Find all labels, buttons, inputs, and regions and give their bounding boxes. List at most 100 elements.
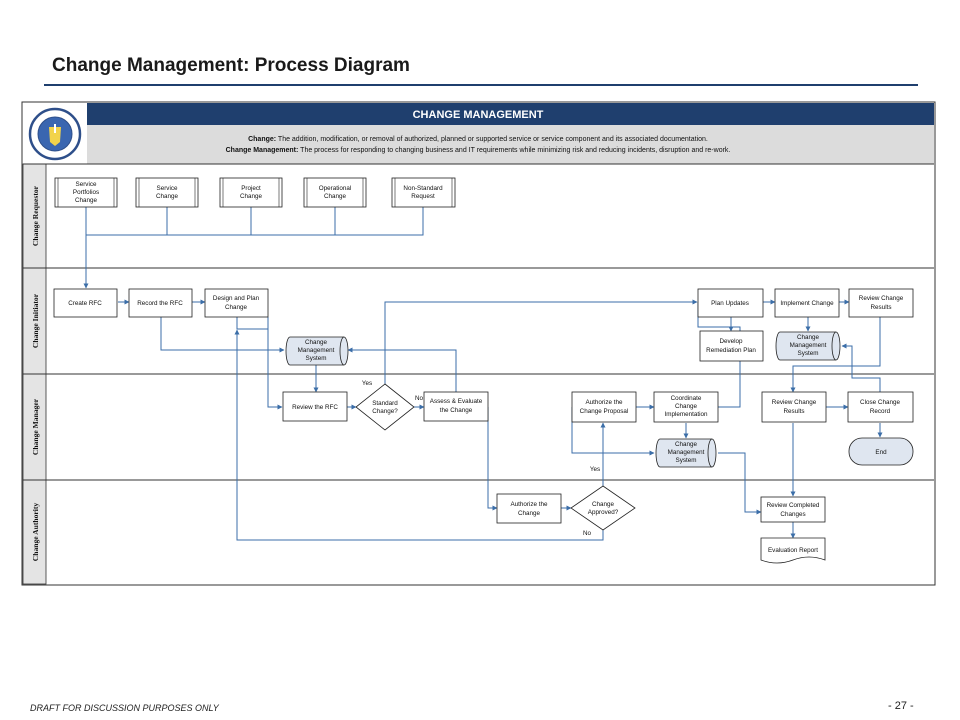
svg-text:the Change: the Change xyxy=(440,407,473,414)
definitions-panel xyxy=(87,125,934,164)
evaluation-report-document: Evaluation Report xyxy=(760,537,826,564)
svg-text:Change: Change xyxy=(675,441,698,448)
svg-text:Implement Change: Implement Change xyxy=(780,300,834,307)
standard-change-decision: Standard Change? xyxy=(355,383,415,431)
svg-text:Management: Management xyxy=(298,347,335,354)
svg-text:System: System xyxy=(306,355,327,362)
svg-text:Coordinate: Coordinate xyxy=(671,395,702,402)
header-logo xyxy=(23,103,87,164)
svg-text:Service: Service xyxy=(157,185,178,192)
svg-text:Close Change: Close Change xyxy=(860,399,900,406)
svg-text:Change: Change xyxy=(240,193,263,200)
svg-text:Portfolios: Portfolios xyxy=(73,189,99,196)
change-management-text: The process for responding to changing b… xyxy=(298,147,730,154)
svg-text:Review Change: Review Change xyxy=(859,295,904,302)
record-rfc-box: Record the RFC xyxy=(128,288,193,318)
plan-updates-box: Plan Updates xyxy=(697,288,764,318)
svg-text:Record: Record xyxy=(870,408,891,415)
lane-label-manager: Change Manager xyxy=(31,398,40,455)
close-change-record-box: Close Change Record xyxy=(847,391,914,423)
svg-text:Change: Change xyxy=(75,197,98,204)
change-approved-decision: Change Approved? xyxy=(570,485,636,531)
service-change-box: Service Change xyxy=(135,177,199,208)
svg-text:Implementation: Implementation xyxy=(664,411,708,418)
create-rfc-box: Create RFC xyxy=(53,288,118,318)
change-text: The addition, modification, or removal o… xyxy=(276,136,708,143)
change-term: Change: xyxy=(248,136,276,143)
lane-label-initiator: Change Initiator xyxy=(31,293,40,348)
svg-text:Service: Service xyxy=(76,181,97,188)
svg-text:Change: Change xyxy=(518,510,541,517)
svg-text:Results: Results xyxy=(871,304,892,311)
lane-label-requestor: Change Requestor xyxy=(31,185,40,246)
develop-remediation-plan-box: Develop Remediation Plan xyxy=(699,330,764,362)
assess-evaluate-box: Assess & Evaluate the Change xyxy=(423,391,489,422)
design-plan-change-box: Design and Plan Change xyxy=(204,288,269,318)
svg-text:Change: Change xyxy=(225,304,248,311)
manager-review-change-results-box: Review Change Results xyxy=(761,391,827,423)
page-number: - 27 - xyxy=(888,700,914,712)
svg-text:Change: Change xyxy=(156,193,179,200)
svg-text:Record the RFC: Record the RFC xyxy=(137,300,183,307)
change-management-definition: Change Management: The process for respo… xyxy=(226,147,731,154)
change-definition: Change: The addition, modification, or r… xyxy=(248,136,708,143)
svg-text:Management: Management xyxy=(668,449,705,456)
svg-text:Change: Change xyxy=(592,501,615,508)
change-management-system-store-2: Change Management System xyxy=(775,331,841,361)
svg-text:Authorize the: Authorize the xyxy=(585,399,623,406)
implement-change-box: Implement Change xyxy=(774,288,840,318)
operational-change-box: Operational Change xyxy=(303,177,367,208)
coordinate-change-implementation-box: Coordinate Change Implementation xyxy=(653,391,719,423)
change-management-term: Change Management: xyxy=(226,147,299,154)
svg-text:Authorize the: Authorize the xyxy=(510,501,548,508)
svg-text:Standard: Standard xyxy=(372,400,398,407)
svg-text:Non-Standard: Non-Standard xyxy=(403,185,443,192)
project-change-box: Project Change xyxy=(219,177,283,208)
svg-text:Assess & Evaluate: Assess & Evaluate xyxy=(430,398,483,405)
svg-text:Develop: Develop xyxy=(719,338,743,345)
svg-text:Results: Results xyxy=(784,408,805,415)
initiator-review-change-results-box: Review Change Results xyxy=(848,288,914,318)
svg-text:Evaluation Report: Evaluation Report xyxy=(768,547,818,554)
svg-text:Change Proposal: Change Proposal xyxy=(580,408,629,415)
no-label: No xyxy=(415,395,424,402)
banner-title: CHANGE MANAGEMENT xyxy=(413,109,544,121)
svg-text:Change: Change xyxy=(305,339,328,346)
svg-text:Change: Change xyxy=(797,334,820,341)
svg-text:Change: Change xyxy=(675,403,698,410)
authorize-change-box: Authorize the Change xyxy=(496,493,562,524)
lane-label-authority: Change Authority xyxy=(31,503,40,562)
svg-text:Changes: Changes xyxy=(780,511,805,518)
svg-text:Remediation Plan: Remediation Plan xyxy=(706,347,756,354)
svg-text:System: System xyxy=(798,350,819,357)
yes-label: Yes xyxy=(362,380,372,387)
no-label-2: No xyxy=(583,530,592,537)
review-rfc-box: Review the RFC xyxy=(282,391,348,422)
footer-disclaimer: DRAFT FOR DISCUSSION PURPOSES ONLY xyxy=(30,703,219,713)
svg-text:Approved?: Approved? xyxy=(588,509,619,516)
svg-text:System: System xyxy=(676,457,697,464)
authorize-change-proposal-box: Authorize the Change Proposal xyxy=(571,391,637,423)
svg-text:Review Completed: Review Completed xyxy=(767,502,820,509)
svg-text:Design and Plan: Design and Plan xyxy=(213,295,260,302)
end-terminator: End xyxy=(848,437,914,466)
page-title: Change Management: Process Diagram xyxy=(52,55,410,76)
svg-text:Request: Request xyxy=(411,193,435,200)
non-standard-request-box: Non-Standard Request xyxy=(391,177,456,208)
svg-text:Change?: Change? xyxy=(372,408,398,415)
svg-text:Change: Change xyxy=(324,193,347,200)
svg-text:Plan Updates: Plan Updates xyxy=(711,300,749,307)
svg-text:Project: Project xyxy=(241,185,261,192)
change-management-system-store-3: Change Management System xyxy=(655,438,717,468)
review-completed-changes-box: Review Completed Changes xyxy=(760,496,826,523)
svg-text:Create RFC: Create RFC xyxy=(68,300,102,307)
service-portfolios-change-box: Service Portfolios Change xyxy=(54,177,118,208)
massachusetts-seal-icon xyxy=(28,107,82,161)
connectors xyxy=(83,207,883,541)
change-management-system-store: Change Management System xyxy=(285,336,349,366)
title-divider xyxy=(44,84,918,86)
svg-text:End: End xyxy=(875,449,887,456)
svg-text:Operational: Operational xyxy=(319,185,352,192)
yes-label-2: Yes xyxy=(590,466,600,473)
